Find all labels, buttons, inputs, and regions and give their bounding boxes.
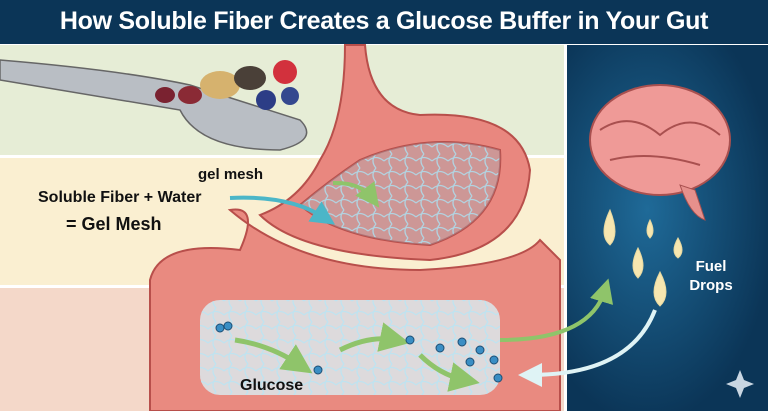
fuel-drops-line1: Fuel (695, 258, 727, 275)
stomach (258, 44, 532, 262)
sparkle-icon (726, 370, 754, 398)
spoon-with-food (0, 59, 308, 151)
glucose-molecules (215, 321, 503, 383)
glucose-arrow-2 (338, 322, 410, 353)
fiber-water-arrow (229, 195, 336, 225)
fuel-drops-label: Fuel Drops (686, 257, 736, 295)
soluble-fiber-water-label: Soluble Fiber + Water (38, 189, 202, 206)
glucose-arrow-3 (418, 353, 480, 392)
gel-mesh-arrow (332, 180, 380, 208)
page-title: How Soluble Fiber Creates a Glucose Buff… (0, 0, 768, 44)
return-arrow (518, 309, 657, 387)
fuel-drops (603, 208, 683, 307)
glucose-to-brain-arrow (499, 278, 614, 342)
gel-mesh-label: gel mesh (198, 166, 264, 183)
fuel-drops-line2: Drops (689, 277, 733, 294)
equals-gel-mesh-label: = Gel Mesh (66, 214, 162, 234)
glucose-label: Glucose (240, 377, 304, 394)
glucose-arrow-1 (234, 337, 313, 374)
brain (589, 84, 731, 221)
